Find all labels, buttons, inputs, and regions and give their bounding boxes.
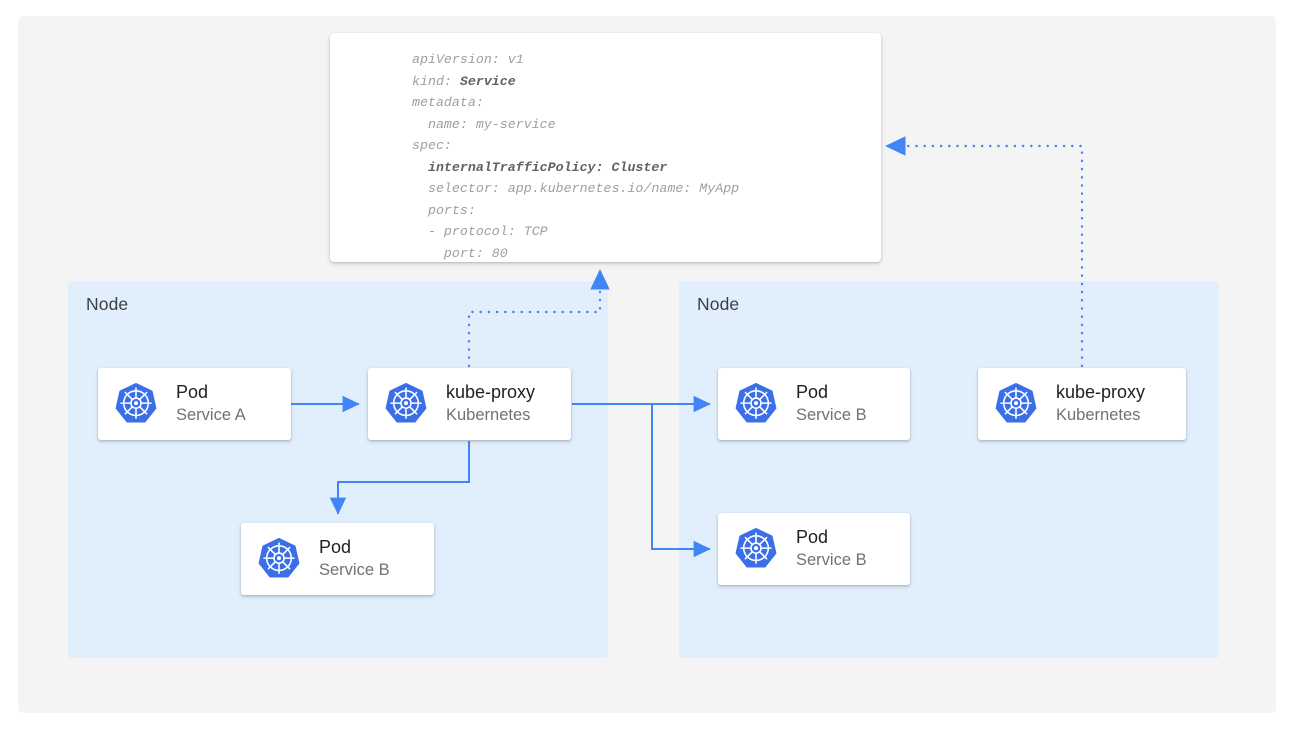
card-text: Pod Service B (796, 526, 867, 571)
card-pod-service-b-top[interactable]: Pod Service B (718, 368, 910, 440)
card-subtitle: Service B (796, 406, 867, 425)
card-text: Pod Service B (319, 536, 390, 581)
card-text: Pod Service B (796, 381, 867, 426)
kubernetes-icon (115, 382, 157, 423)
node-group-right: Node (679, 281, 1219, 658)
node-label-left: Node (86, 294, 129, 314)
card-pod-service-b-left[interactable]: Pod Service B (241, 523, 434, 595)
node-label-right: Node (697, 294, 740, 314)
kubernetes-icon (735, 527, 777, 568)
card-subtitle: Service A (176, 406, 246, 425)
card-title: Pod (796, 382, 829, 403)
kubernetes-icon (995, 382, 1037, 423)
card-title: Pod (319, 537, 352, 558)
kubernetes-icon (385, 382, 427, 423)
card-title: Pod (176, 382, 209, 403)
card-text: kube-proxy Kubernetes (446, 381, 535, 426)
card-subtitle: Service B (319, 561, 390, 580)
card-kube-proxy-left[interactable]: kube-proxy Kubernetes (368, 368, 571, 440)
card-title: kube-proxy (446, 382, 536, 403)
card-text: Pod Service A (176, 381, 246, 426)
card-subtitle: Kubernetes (1056, 406, 1141, 425)
service-manifest-code: apiVersion: v1 kind: Service metadata: n… (412, 52, 740, 261)
kubernetes-icon (258, 537, 300, 578)
card-pod-service-a[interactable]: Pod Service A (98, 368, 291, 440)
service-manifest-panel: apiVersion: v1 kind: Service metadata: n… (330, 33, 881, 262)
card-text: kube-proxy Kubernetes (1056, 381, 1145, 426)
card-subtitle: Kubernetes (446, 406, 531, 425)
kubernetes-icon (735, 382, 777, 423)
card-pod-service-b-bottom[interactable]: Pod Service B (718, 513, 910, 585)
card-subtitle: Service B (796, 551, 867, 570)
card-title: Pod (796, 527, 829, 548)
node-group-left: Node (68, 281, 608, 658)
card-kube-proxy-right[interactable]: kube-proxy Kubernetes (978, 368, 1186, 440)
card-title: kube-proxy (1056, 382, 1146, 403)
